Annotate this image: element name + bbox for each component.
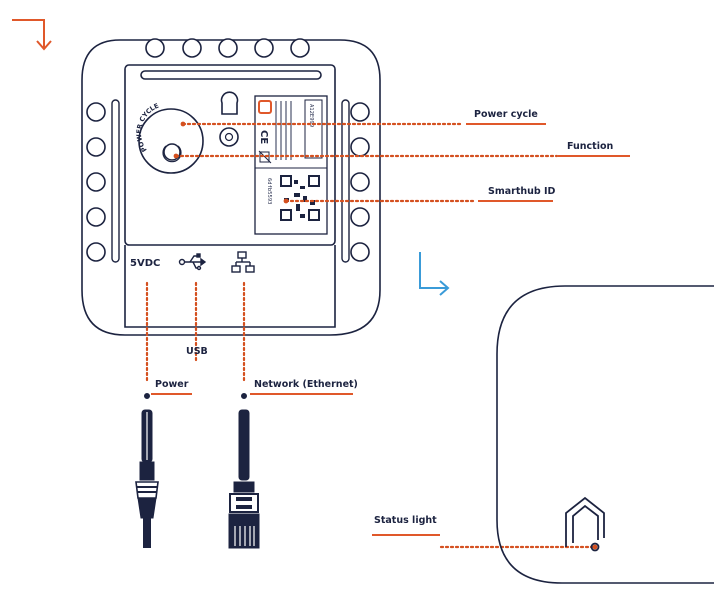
id-code: A12E999 — [308, 104, 314, 127]
svg-text:USB: USB — [186, 346, 208, 357]
id-code-box — [304, 99, 323, 159]
callout-power: Power — [151, 379, 192, 395]
orange-corner-arrow-icon — [12, 19, 52, 51]
callout-network: Network (Ethernet) — [250, 379, 358, 395]
svg-text:Power: Power — [155, 379, 189, 390]
side-grips — [111, 99, 350, 263]
id-serial: 6dfb5593 — [266, 178, 272, 205]
svg-text:Power cycle: Power cycle — [474, 109, 538, 120]
keyhole-mount-icon — [220, 91, 239, 115]
callout-function: Function — [558, 141, 630, 157]
power-cycle-button: POWER CYCLE — [135, 102, 204, 174]
left-bumpers — [86, 102, 106, 262]
status-light-house-icon — [565, 496, 605, 552]
smarthub-back-panel — [81, 39, 381, 336]
callout-usb: USB — [186, 346, 208, 357]
svg-text:Function: Function — [567, 141, 613, 152]
qr-code-icon — [280, 175, 320, 221]
callout-status-light: Status light — [372, 515, 440, 536]
blue-corner-arrow-icon — [419, 252, 450, 296]
brand-logo-icon — [258, 100, 272, 114]
callout-power-cycle: Power cycle — [466, 109, 546, 125]
top-bumpers — [145, 38, 310, 58]
ethernet-network-icon — [231, 251, 255, 273]
port-panel — [124, 245, 336, 328]
svg-text:Smarthub ID: Smarthub ID — [488, 186, 556, 197]
right-bumpers — [350, 102, 370, 262]
power-cable-plug-icon — [135, 393, 159, 548]
ethernet-cable-plug-icon — [228, 393, 260, 549]
svg-text:Network (Ethernet): Network (Ethernet) — [254, 379, 358, 390]
compliance-sticker: CE A12E999 6dfb5593 — [254, 95, 328, 235]
callout-smarthub-id: Smarthub ID — [478, 186, 556, 202]
leader-lines — [145, 122, 597, 549]
ce-mark: CE — [258, 130, 269, 144]
usb-icon — [178, 253, 207, 271]
screw-hole-icon — [219, 127, 239, 147]
weee-bin-icon — [258, 150, 272, 164]
svg-text:POWER CYCLE: POWER CYCLE — [135, 102, 160, 154]
port-5vdc-label: 5VDC — [130, 258, 160, 269]
svg-text:Status light: Status light — [374, 515, 437, 526]
smarthub-top-view — [496, 285, 714, 584]
